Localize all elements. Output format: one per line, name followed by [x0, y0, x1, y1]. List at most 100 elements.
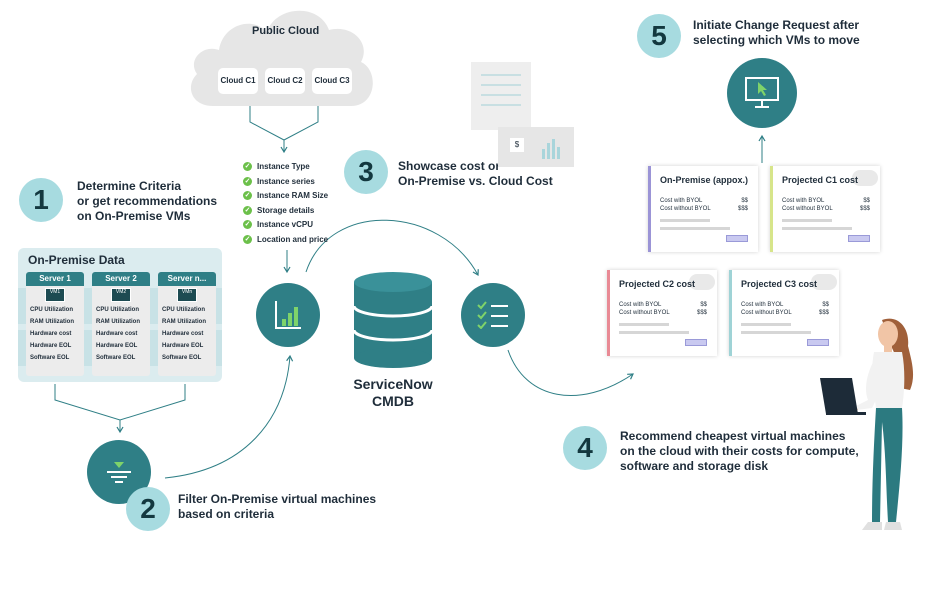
metric-label: Hardware EOL [96, 343, 138, 349]
row-value: $$ [700, 302, 707, 308]
vm-badge-icon: VM2 [111, 288, 131, 302]
criteria-label: Location and price [257, 234, 329, 244]
server-name: Server n... [158, 272, 216, 286]
card-button[interactable] [726, 235, 748, 242]
row-value: $$$ [818, 310, 829, 316]
row-label: Cost without BYOL [619, 310, 670, 316]
check-icon: ✓ [243, 191, 252, 201]
card-placeholder-line [619, 323, 669, 326]
projected-c1-cost-card: Projected C1 cost Cost with BYOL$$ Cost … [770, 166, 880, 252]
card-row: Cost with BYOL$$ [660, 198, 748, 204]
criteria-item: ✓Instance vCPU [243, 218, 328, 233]
cmdb-line-1: ServiceNow [353, 376, 433, 392]
vm-badge-icon: VM1 [45, 288, 65, 302]
doc-line [481, 84, 521, 86]
step-2-text: Filter On-Premise virtual machines based… [178, 492, 376, 522]
step-2-line: based on criteria [178, 507, 275, 521]
step-2-number: 2 [126, 487, 170, 531]
step-4-line: software and storage disk [620, 459, 769, 473]
metric-label: Hardware EOL [162, 343, 204, 349]
checklist-icon [477, 301, 508, 329]
row-value: $$ [822, 302, 829, 308]
step-1-line: Determine Criteria [77, 179, 182, 193]
step-3-line: On-Premise vs. Cloud Cost [398, 174, 553, 188]
server-name: Server 1 [26, 272, 84, 286]
row-value: $$ [863, 198, 870, 204]
card-button[interactable] [807, 339, 829, 346]
row-value: $$$ [859, 206, 870, 212]
check-icon: ✓ [243, 162, 252, 172]
card-accent-bar [770, 166, 773, 252]
mini-bar-icon [542, 139, 560, 159]
row-label: Cost with BYOL [782, 198, 825, 204]
cloud-c3-box: Cloud C3 [312, 68, 352, 94]
metric-label: Software EOL [30, 355, 70, 361]
card-placeholder-line [660, 219, 710, 222]
card-row: Cost without BYOL$$$ [741, 310, 829, 316]
card-placeholder-line [782, 219, 832, 222]
doc-line [481, 104, 521, 106]
database-icon [352, 272, 434, 368]
step-5-line: Initiate Change Request after [693, 18, 860, 32]
metric-label: Software EOL [162, 355, 202, 361]
cost-document [471, 62, 531, 130]
cloud-c2-box: Cloud C2 [265, 68, 305, 94]
dollar-badge: $ [510, 138, 524, 152]
check-icon: ✓ [243, 205, 252, 215]
projected-c2-cost-card: Projected C2 cost Cost with BYOL$$ Cost … [607, 270, 717, 356]
cmdb-label: ServiceNow CMDB [340, 376, 446, 410]
row-label: Cost without BYOL [660, 206, 711, 212]
card-row: Cost without BYOL$$$ [619, 310, 707, 316]
criteria-label: Instance RAM Size [257, 191, 329, 200]
step-3-number: 3 [344, 150, 388, 194]
card-button[interactable] [848, 235, 870, 242]
metric-label: Hardware EOL [30, 343, 72, 349]
card-placeholder-line [741, 323, 791, 326]
card-row: Cost with BYOL $$ [782, 198, 870, 204]
server-card: Server 1 VM1 CPU Utilization RAM Utiliza… [26, 272, 84, 376]
criteria-item: ✓Location and price [243, 233, 328, 248]
on-premise-panel: On-Premise Data Server 1 VM1 CPU Utiliza… [18, 248, 222, 382]
on-premise-cost-card: On-Premise (appox.) Cost with BYOL$$ Cos… [648, 166, 758, 252]
metric-label: RAM Utilization [96, 319, 140, 325]
metric-label: CPU Utilization [162, 307, 205, 313]
card-accent-bar [648, 166, 651, 252]
filter-icon [107, 462, 131, 483]
criteria-label: Instance vCPU [257, 220, 314, 229]
row-label: Cost with BYOL [619, 302, 662, 308]
card-row: Cost without BYOL $$$ [660, 206, 748, 212]
projected-c3-cost-card: Projected C3 cost Cost with BYOL $$ Cost … [729, 270, 839, 356]
step-4-line: Recommend cheapest virtual machines [620, 429, 846, 443]
step-4-line: on the cloud with their costs for comput… [620, 444, 859, 458]
person-laptop-icon [820, 318, 914, 530]
card-title: Projected C3 cost [741, 279, 818, 289]
criteria-item: ✓Storage details [243, 204, 328, 219]
step-1-line: or get recommendations [77, 194, 218, 208]
row-value: $$$ [737, 206, 748, 212]
step-4-number: 4 [563, 426, 607, 470]
metric-label: Software EOL [96, 355, 136, 361]
criteria-item: ✓Instance Type [243, 160, 328, 175]
criteria-item: ✓ Instance RAM Size [243, 189, 328, 204]
step-1-line: on On-Premise VMs [77, 209, 191, 223]
step-5-text: Initiate Change Request after selecting … [693, 18, 860, 48]
criteria-label: Instance series [257, 176, 315, 186]
metric-label: Hardware cost [30, 331, 72, 337]
metric-label: Hardware cost [96, 331, 138, 337]
card-button[interactable] [685, 339, 707, 346]
change-request-circle [727, 58, 797, 128]
row-label: Cost with BYOL [741, 302, 784, 308]
step-3-text: Showcase cost or On-Premise vs. Cloud Co… [398, 159, 553, 189]
card-row: Cost with BYOL $$ [741, 302, 829, 308]
server-name: Server 2 [92, 272, 150, 286]
cloud-icon [852, 170, 878, 186]
card-placeholder-line [619, 331, 689, 334]
card-placeholder-line [660, 227, 730, 230]
step-1-text: Determine Criteria or get recommendation… [77, 179, 217, 224]
card-row: Cost without BYOL$$$ [782, 206, 870, 212]
metric-label: RAM Utilization [30, 319, 74, 325]
metric-label: RAM Utilization [162, 319, 206, 325]
row-value: $$ [741, 198, 748, 204]
cost-chart-document: $ [498, 127, 574, 167]
